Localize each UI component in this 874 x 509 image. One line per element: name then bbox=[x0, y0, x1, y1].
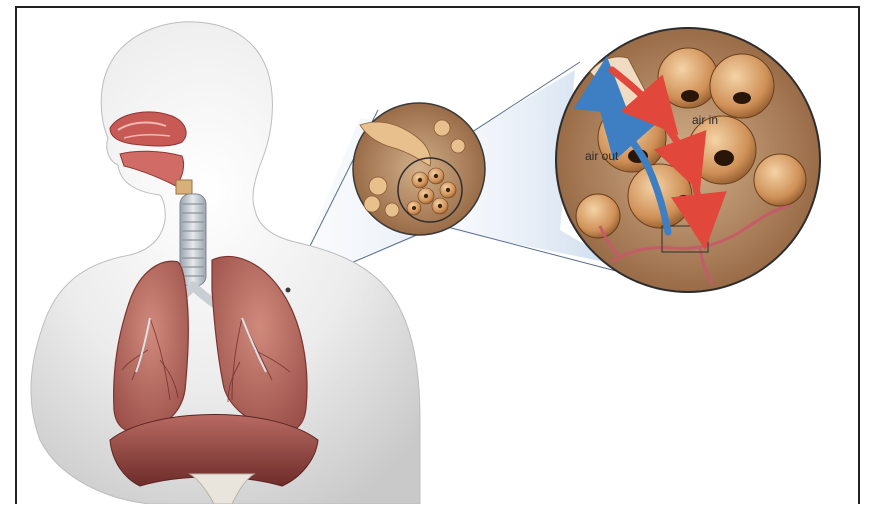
alveoli-detail-zoom: air in air out bbox=[556, 28, 820, 292]
frame-left-border bbox=[15, 6, 17, 504]
air-in-label: air in bbox=[692, 113, 718, 127]
lung-pointer-dot bbox=[286, 288, 291, 293]
alveolar-sac-zoom bbox=[353, 103, 485, 235]
frame-right-border bbox=[858, 6, 860, 504]
frame-top-border bbox=[15, 6, 860, 8]
air-out-label: air out bbox=[585, 149, 619, 163]
